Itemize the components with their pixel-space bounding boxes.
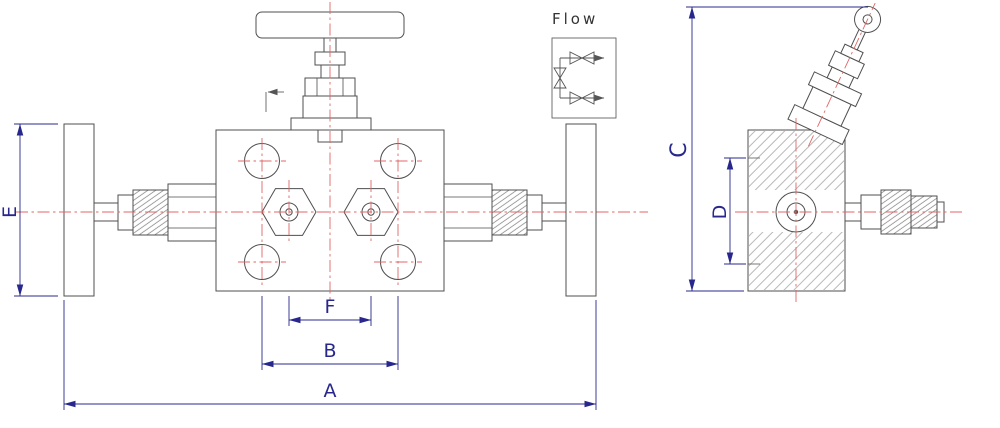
dimension-d: D bbox=[709, 157, 746, 265]
collar-right bbox=[526, 194, 543, 231]
collar-left bbox=[117, 194, 134, 231]
flow-schematic: Flow bbox=[551, 10, 617, 119]
process-flange-left bbox=[63, 123, 217, 297]
dim-e-label: E bbox=[0, 206, 21, 218]
dim-d-label: D bbox=[709, 205, 731, 220]
section-hatch-upper bbox=[749, 131, 844, 190]
dim-f-label: F bbox=[325, 296, 336, 318]
dimension-f: F bbox=[288, 296, 372, 326]
side-view bbox=[747, 2, 945, 292]
flow-label: Flow bbox=[552, 10, 598, 28]
dimension-b: B bbox=[261, 296, 399, 370]
adapter-right bbox=[443, 183, 493, 242]
adapter-left bbox=[167, 183, 217, 242]
datum-arrow bbox=[265, 88, 284, 112]
angled-valve bbox=[787, 2, 882, 147]
dimension-e: E bbox=[0, 123, 58, 297]
dimensions: E F B A C D bbox=[0, 6, 868, 410]
threaded-section-left bbox=[132, 189, 169, 236]
dimension-c: C bbox=[667, 6, 868, 292]
schematic-valve-bottom bbox=[569, 91, 595, 105]
dim-b-label: B bbox=[323, 340, 336, 362]
section-hatch-lower bbox=[749, 232, 844, 290]
front-view bbox=[63, 11, 597, 297]
bonnet-flange bbox=[290, 117, 372, 131]
threaded-section-right bbox=[491, 189, 528, 236]
schematic-valve-equalizer bbox=[553, 67, 567, 89]
schematic-valve-top bbox=[569, 51, 595, 65]
dimension-a: A bbox=[63, 300, 597, 410]
process-flange-right bbox=[443, 123, 597, 297]
centerlines bbox=[16, 2, 962, 302]
dim-c-label: C bbox=[667, 142, 692, 157]
angled-valve-centerline bbox=[807, 2, 876, 147]
dim-a-label: A bbox=[324, 380, 337, 402]
schematic-box bbox=[551, 37, 617, 119]
